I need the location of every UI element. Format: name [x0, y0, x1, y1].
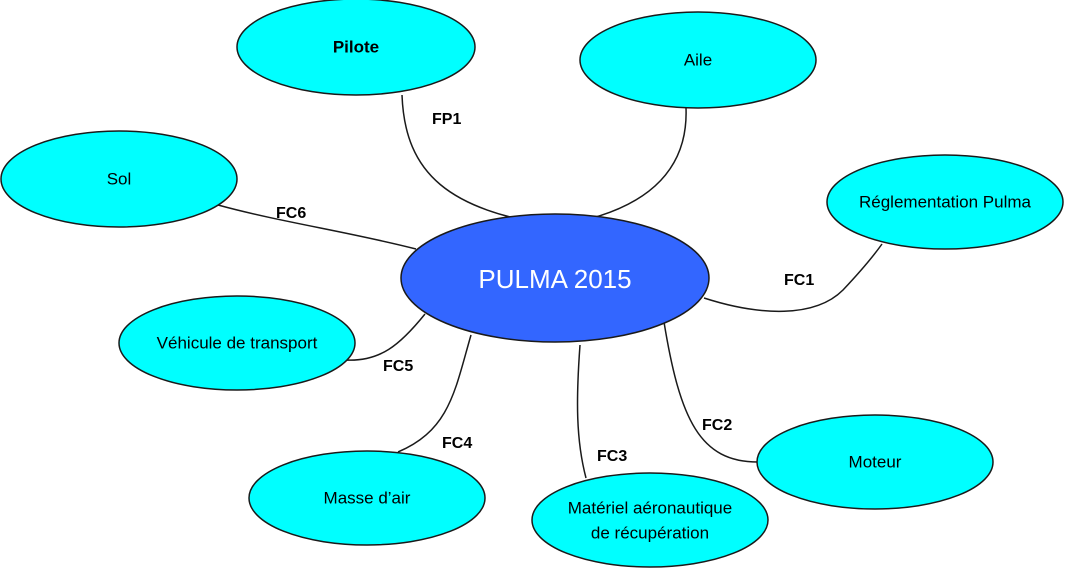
node-aile-label: Aile — [684, 51, 712, 70]
edge-label-fc1: FC1 — [784, 272, 814, 289]
node-reglementation-label: Réglementation Pulma — [859, 193, 1032, 212]
edge-fc2-moteur — [663, 321, 759, 463]
edge-label-fc3: FC3 — [597, 448, 627, 465]
edge-label-fc4: FC4 — [442, 435, 472, 452]
node-materiel[interactable]: Matériel aéronautique de récupération — [531, 472, 769, 568]
edge-fc1-reglementation — [703, 243, 883, 313]
edge-fc4-masse-air — [397, 334, 472, 453]
node-vehicule[interactable]: Véhicule de transport — [118, 295, 356, 391]
node-sol-label: Sol — [107, 170, 132, 189]
node-sol[interactable]: Sol — [0, 130, 238, 228]
node-pilote-label: Pilote — [333, 38, 379, 57]
edge-fc3-materiel — [576, 344, 587, 479]
node-aile[interactable]: Aile — [579, 11, 817, 109]
edge-label-fc5: FC5 — [383, 358, 413, 375]
node-moteur[interactable]: Moteur — [756, 414, 994, 510]
node-vehicule-label: Véhicule de transport — [157, 334, 318, 353]
edge-label-fc6: FC6 — [276, 205, 306, 222]
node-center[interactable]: PULMA 2015 — [400, 213, 710, 343]
node-center-label: PULMA 2015 — [478, 264, 631, 294]
edge-label-fp1: FP1 — [432, 111, 461, 128]
node-masse-air-label: Masse d’air — [324, 489, 411, 508]
node-moteur-label: Moteur — [849, 453, 902, 472]
edge-fc6-sol — [217, 204, 417, 250]
node-masse-air[interactable]: Masse d’air — [248, 450, 486, 546]
node-reglementation[interactable]: Réglementation Pulma — [826, 154, 1064, 250]
node-materiel-label-line1: Matériel aéronautique — [568, 499, 732, 518]
edge-label-fc2: FC2 — [702, 417, 732, 434]
node-pilote[interactable]: Pilote — [236, 0, 476, 96]
edge-fc5-vehicule — [344, 313, 426, 361]
node-materiel-label-line2: de récupération — [591, 524, 709, 543]
